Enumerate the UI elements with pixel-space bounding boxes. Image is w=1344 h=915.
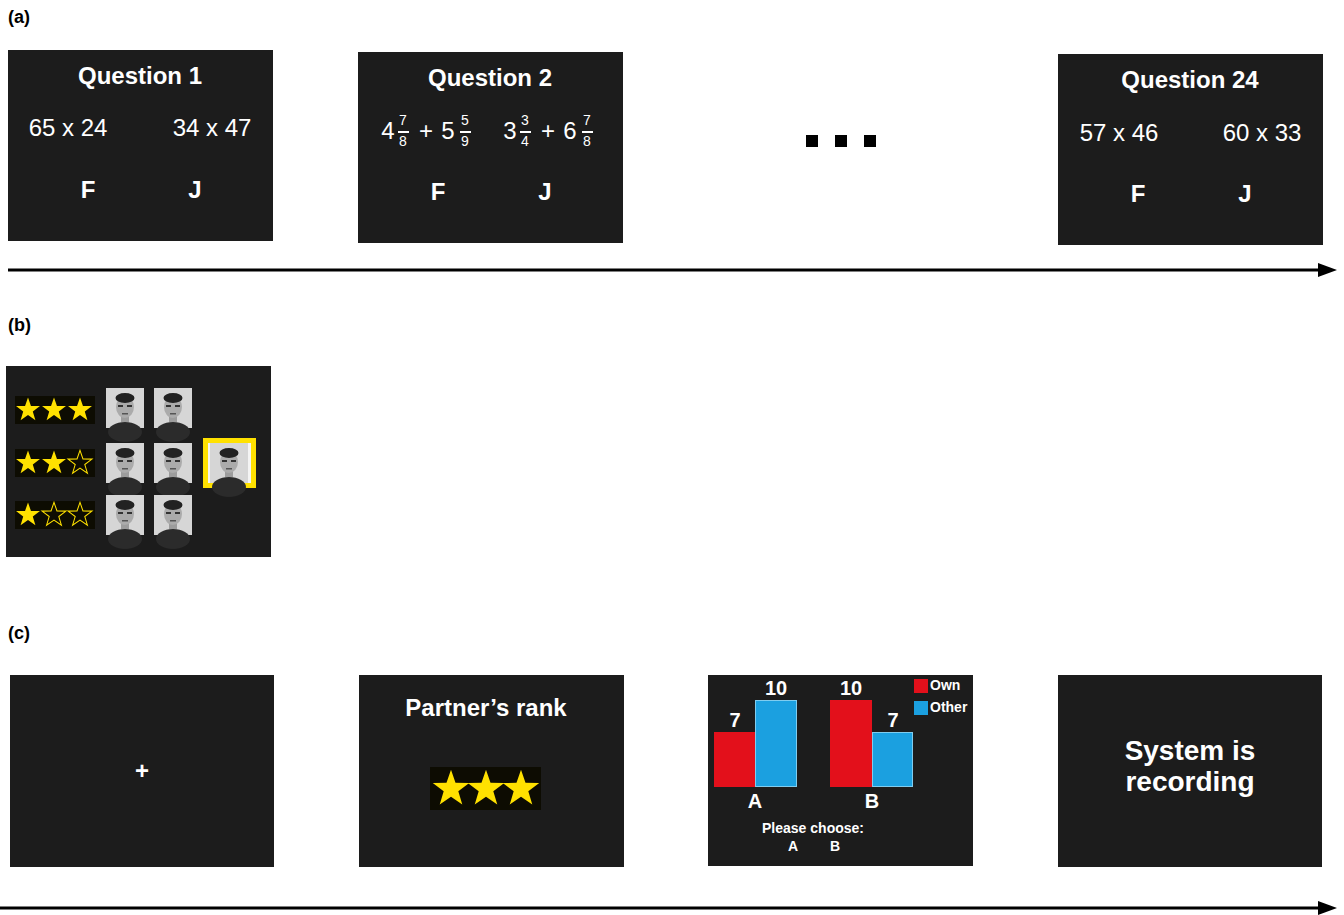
- option-key: A: [788, 839, 798, 854]
- fraction-bar: [582, 131, 593, 133]
- bar-value: 7: [887, 709, 898, 731]
- stimulus-screen: Question 24 57 x 46 60 x 33 F J: [1058, 54, 1323, 245]
- fraction-denominator: 8: [399, 134, 407, 149]
- fraction-denominator: 9: [461, 134, 469, 149]
- legend-label: Own: [930, 678, 960, 693]
- panel-label: (b): [8, 316, 31, 336]
- prompt-text: Please choose:: [762, 821, 864, 836]
- fraction-numerator: 3: [521, 113, 529, 128]
- math-problem: 57 x 46: [1080, 120, 1159, 146]
- legend-swatch: [914, 701, 928, 715]
- response-key: F: [81, 177, 96, 203]
- panel-label: (c): [8, 624, 30, 644]
- stimulus-screen: Question 1 65 x 24 34 x 47 F J: [8, 50, 273, 241]
- screen-title: Partner’s rank: [405, 695, 566, 721]
- bar-value: 10: [840, 677, 862, 699]
- fraction-numerator: 7: [583, 113, 591, 128]
- whole-number: 5: [441, 118, 454, 144]
- response-key: J: [538, 179, 551, 205]
- fraction-denominator: 8: [583, 134, 591, 149]
- math-problem: 65 x 24: [29, 115, 108, 141]
- bar-value: 7: [729, 709, 740, 731]
- response-key: J: [1238, 181, 1251, 207]
- legend-label: Other: [930, 700, 967, 715]
- fraction-bar: [520, 131, 531, 133]
- stimulus-screen: Partner’s rank: [359, 675, 624, 867]
- arrow-head: [1318, 901, 1337, 915]
- payoff-bar: [830, 700, 872, 787]
- response-key: F: [431, 179, 446, 205]
- fixation-cross: +: [135, 758, 149, 784]
- math-problem: 60 x 33: [1223, 120, 1302, 146]
- payoff-bar: [714, 732, 755, 787]
- stimulus-screen: System is recording: [1058, 675, 1322, 867]
- whole-number: 6: [563, 118, 576, 144]
- option-key: B: [830, 839, 840, 854]
- status-message: System is recording: [1080, 736, 1300, 798]
- question-title: Question 1: [78, 63, 202, 89]
- response-key: F: [1131, 181, 1146, 207]
- arrow-head: [1318, 263, 1337, 277]
- option-label: A: [748, 790, 762, 812]
- whole-number: 3: [503, 118, 516, 144]
- fraction-bar: [460, 131, 471, 133]
- whole-number: 4: [381, 118, 394, 144]
- payoff-bar: [755, 700, 797, 787]
- ellipsis-dot: [806, 135, 818, 147]
- time-axis: [0, 907, 1322, 910]
- panel-label: (a): [8, 8, 30, 28]
- payoff-bar: [872, 732, 913, 787]
- ellipsis-dot: [864, 135, 876, 147]
- fraction-denominator: 4: [521, 134, 529, 149]
- fraction-numerator: 5: [461, 113, 469, 128]
- fraction-bar: [398, 131, 409, 133]
- plus-sign: +: [419, 118, 433, 144]
- legend-swatch: [914, 679, 928, 693]
- fraction-numerator: 7: [399, 113, 407, 128]
- time-axis: [8, 269, 1322, 272]
- stimulus-screen: Question 2478+559334+678FJ: [358, 52, 623, 243]
- stimulus-screen: +: [10, 675, 274, 867]
- bar-value: 10: [765, 677, 787, 699]
- question-title: Question 24: [1121, 67, 1258, 93]
- ellipsis-dot: [835, 135, 847, 147]
- ranking-screen: [6, 366, 271, 557]
- response-key: J: [188, 177, 201, 203]
- option-label: B: [865, 790, 879, 812]
- math-problem: 34 x 47: [173, 115, 252, 141]
- question-title: Question 2: [428, 65, 552, 91]
- plus-sign: +: [541, 118, 555, 144]
